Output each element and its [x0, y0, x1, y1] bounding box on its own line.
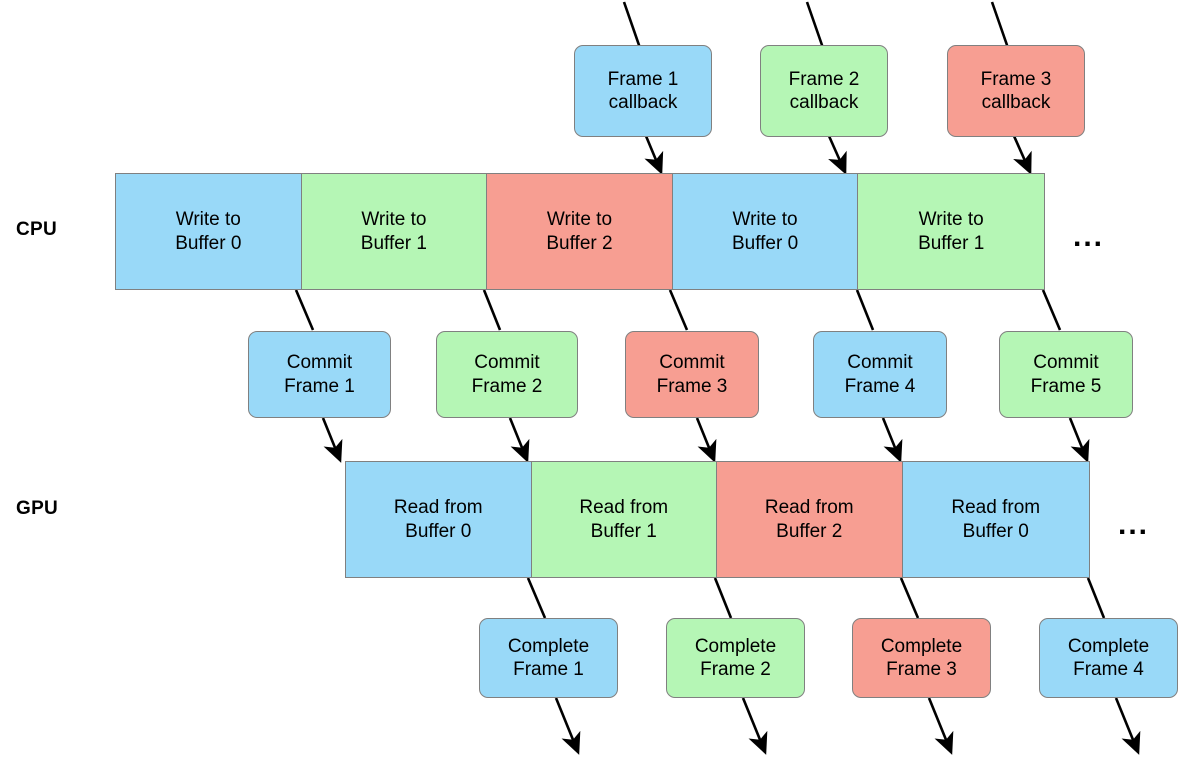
commit-frame-3[interactable]: Commit Frame 3: [625, 331, 759, 418]
row-label-cpu: CPU: [16, 219, 58, 240]
commit-frame-2-line2: Frame 2: [471, 375, 543, 397]
cpu-segment-5-line1: Write to: [918, 209, 984, 231]
gpu-segment-3[interactable]: Read from Buffer 2: [717, 462, 903, 577]
cpu-segment-5[interactable]: Write to Buffer 1: [858, 174, 1044, 289]
cpu-segment-1-line1: Write to: [175, 209, 241, 231]
gpu-segment-2[interactable]: Read from Buffer 1: [531, 462, 717, 577]
frame-callback-2-line1: Frame 2: [788, 68, 860, 90]
complete-frame-4-line2: Frame 4: [1073, 659, 1144, 680]
gpu-segment-3-line1: Read from: [764, 497, 854, 519]
frame-callback-3-line2: callback: [981, 92, 1051, 113]
frame-callback-1[interactable]: Frame 1 callback: [574, 45, 712, 137]
frame-callback-2-line2: callback: [789, 92, 859, 113]
commit-frame-4-line2: Frame 4: [844, 375, 916, 397]
frame-callback-2[interactable]: Frame 2 callback: [760, 45, 888, 137]
cpu-timeline: Write to Buffer 0 Write to Buffer 1 Writ…: [115, 173, 1045, 290]
gpu-segment-1-line1: Read from: [393, 497, 483, 519]
cpu-to-commit-lines: [294, 289, 1062, 331]
commit-frame-3-line1: Commit: [659, 352, 725, 374]
gpu-segment-4-line1: Read from: [951, 497, 1041, 519]
cpu-segment-4-line2: Buffer 0: [731, 232, 799, 254]
commit-frame-2-line1: Commit: [474, 352, 540, 374]
commit-frame-5-line1: Commit: [1033, 352, 1099, 374]
complete-frame-3[interactable]: Complete Frame 3: [852, 618, 991, 698]
commit-frame-2[interactable]: Commit Frame 2: [436, 331, 578, 418]
gpu-segment-2-line2: Buffer 1: [590, 520, 657, 542]
complete-frame-1-line2: Frame 1: [513, 659, 584, 680]
commit-frame-3-line2: Frame 3: [656, 375, 728, 397]
cpu-segment-4[interactable]: Write to Buffer 0: [672, 174, 859, 289]
gpu-segment-1[interactable]: Read from Buffer 0: [346, 462, 532, 577]
gpu-continuation-ellipsis: ...: [1118, 508, 1150, 541]
commit-frame-5-line2: Frame 5: [1030, 375, 1102, 397]
commit-frame-4[interactable]: Commit Frame 4: [813, 331, 947, 418]
cpu-segment-3[interactable]: Write to Buffer 2: [487, 174, 673, 289]
complete-frame-4-line1: Complete: [1067, 635, 1150, 657]
cpu-segment-2-line1: Write to: [361, 209, 427, 231]
complete-frame-2-line1: Complete: [694, 635, 777, 657]
cpu-segment-1[interactable]: Write to Buffer 0: [116, 174, 302, 289]
cpu-segment-2[interactable]: Write to Buffer 1: [301, 174, 488, 289]
complete-frame-2[interactable]: Complete Frame 2: [666, 618, 805, 698]
cpu-segment-2-line2: Buffer 1: [360, 232, 427, 254]
commit-frame-1-line2: Frame 1: [284, 375, 355, 397]
cpu-segment-3-line1: Write to: [546, 209, 613, 231]
gpu-segment-4-line2: Buffer 0: [962, 520, 1029, 542]
commit-frame-5[interactable]: Commit Frame 5: [999, 331, 1133, 418]
gpu-to-complete-lines: [526, 577, 1106, 619]
cpu-segment-4-line1: Write to: [732, 209, 798, 231]
commit-frame-1-line1: Commit: [286, 352, 353, 374]
commit-frame-4-line1: Commit: [847, 352, 913, 374]
cpu-segment-1-line2: Buffer 0: [175, 232, 242, 254]
gpu-segment-2-line1: Read from: [579, 497, 669, 519]
cpu-continuation-ellipsis: ...: [1073, 220, 1105, 253]
complete-frame-4[interactable]: Complete Frame 4: [1039, 618, 1178, 698]
cpu-segment-3-line2: Buffer 2: [546, 232, 613, 254]
complete-frame-3-line1: Complete: [880, 635, 963, 657]
complete-frame-1[interactable]: Complete Frame 1: [479, 618, 618, 698]
row-label-gpu: GPU: [16, 498, 59, 519]
commit-to-gpu-arrows: [321, 417, 1090, 463]
gpu-segment-3-line2: Buffer 2: [776, 520, 843, 542]
frame-callback-1-line2: callback: [608, 92, 678, 113]
cpu-segment-5-line2: Buffer 1: [918, 232, 985, 254]
frame-callback-3[interactable]: Frame 3 callback: [947, 45, 1085, 137]
complete-frame-3-line2: Frame 3: [886, 659, 957, 680]
gpu-timeline: Read from Buffer 0 Read from Buffer 1 Re…: [345, 461, 1090, 578]
gpu-segment-4[interactable]: Read from Buffer 0: [902, 462, 1089, 577]
commit-frame-1[interactable]: Commit Frame 1: [248, 331, 391, 418]
complete-frame-1-line1: Complete: [507, 635, 590, 657]
gpu-segment-1-line2: Buffer 0: [405, 520, 472, 542]
callback-to-cpu-arrows: [644, 135, 1032, 175]
complete-frame-2-line2: Frame 2: [700, 659, 771, 680]
frame-callback-1-line1: Frame 1: [607, 68, 679, 90]
frame-callback-3-line1: Frame 3: [980, 68, 1052, 90]
callback-input-lines: [622, 1, 1010, 49]
complete-output-arrows: [554, 697, 1141, 755]
